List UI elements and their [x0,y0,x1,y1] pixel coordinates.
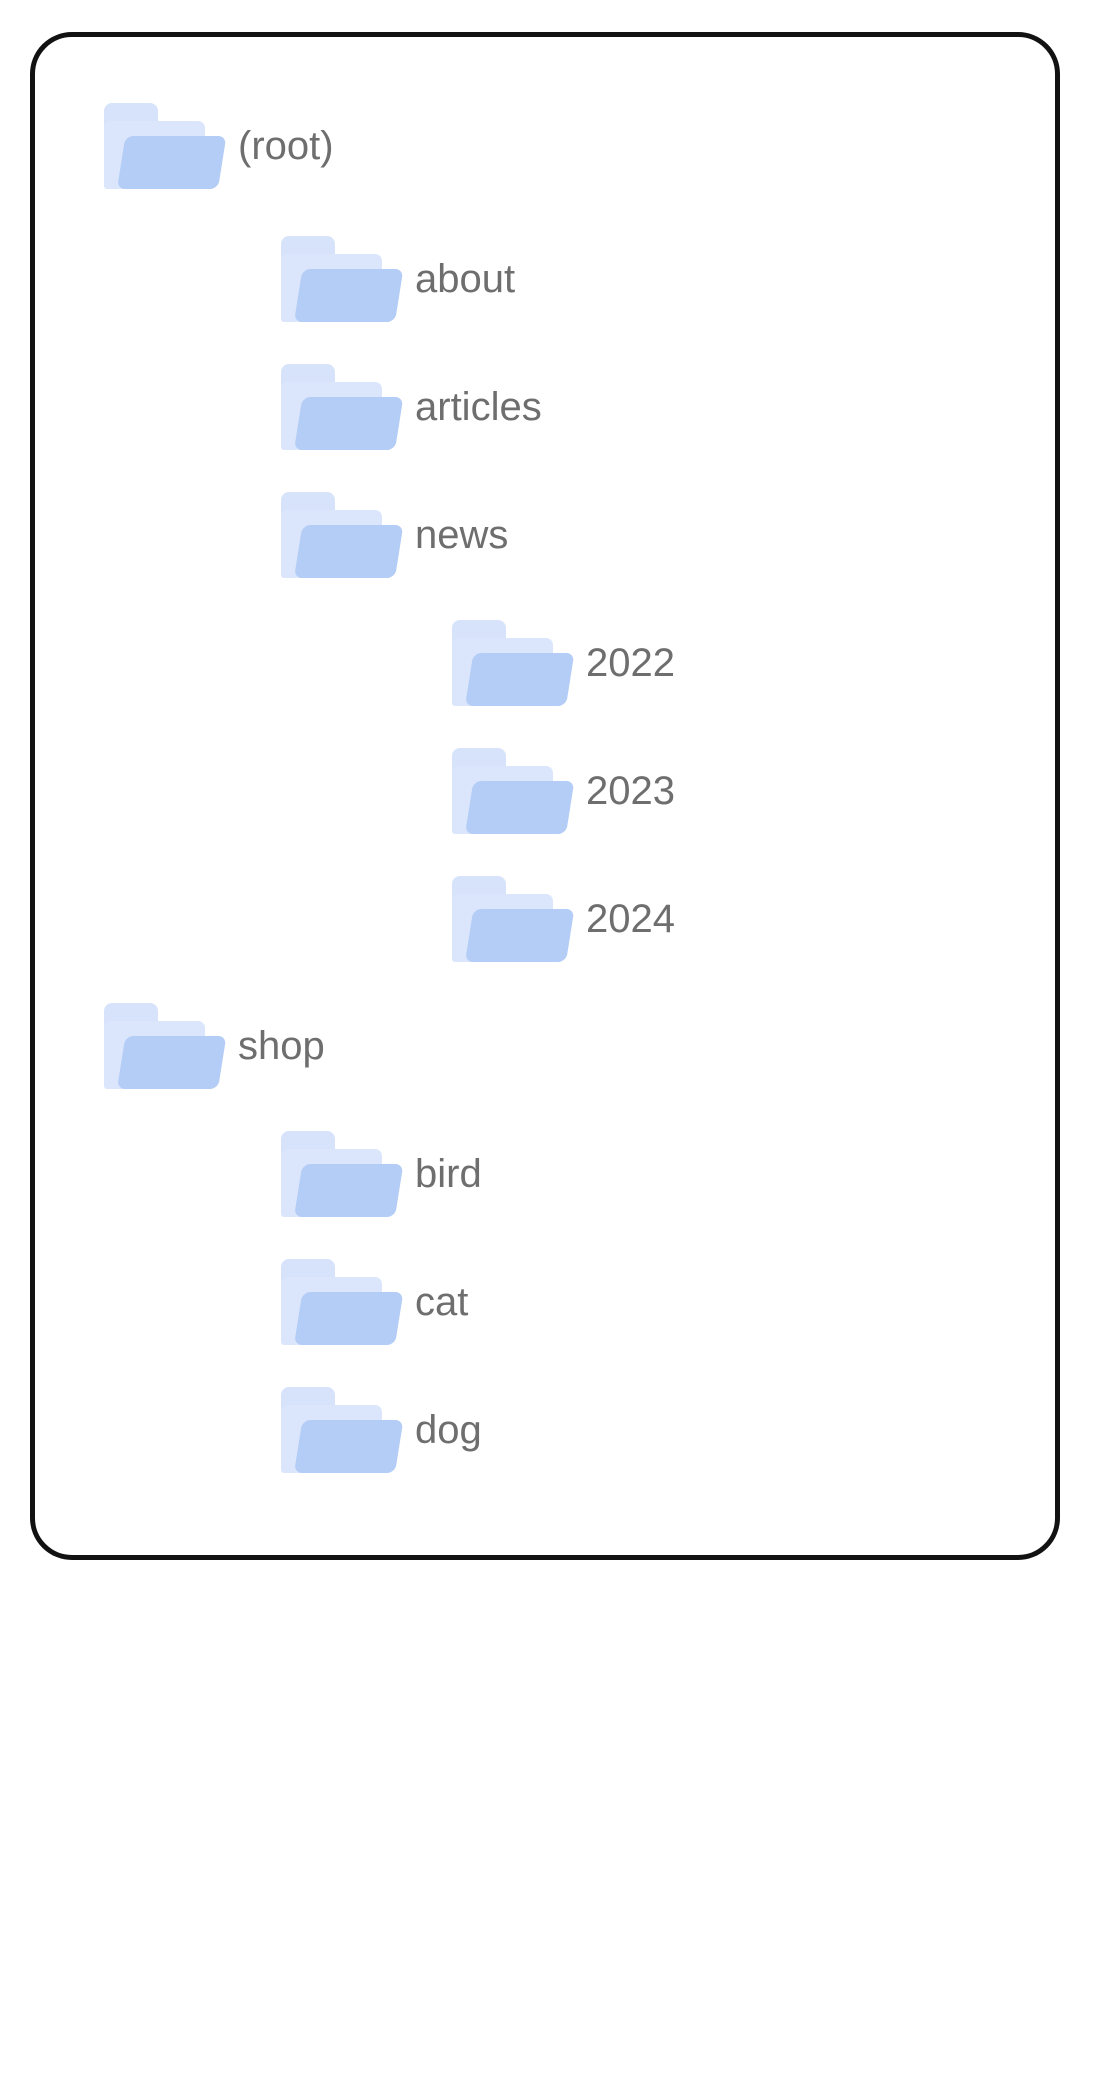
tree-node-about[interactable]: about [277,233,515,325]
tree-node-label: 2023 [586,769,675,813]
tree-node-dog[interactable]: dog [277,1384,482,1476]
folder-icon [277,236,404,322]
tree-node-label: 2024 [586,897,675,941]
tree-node-bird[interactable]: bird [277,1128,482,1220]
folder-icon [448,748,575,834]
tree-node-news[interactable]: news [277,489,508,581]
folder-icon [100,103,227,189]
tree-node-2023[interactable]: 2023 [448,745,675,837]
tree-node-label: cat [415,1280,469,1324]
tree-node-2022[interactable]: 2022 [448,617,675,709]
folder-icon [448,876,575,962]
tree-node-cat[interactable]: cat [277,1256,468,1348]
folder-icon [277,1259,404,1345]
tree-node-label: articles [415,385,542,429]
tree-node-label: (root) [238,124,334,168]
folder-icon [100,1003,227,1089]
folder-icon [448,620,575,706]
folder-icon [277,1131,404,1217]
folder-icon [277,1387,404,1473]
tree-node-label: about [415,257,516,301]
tree-node-root[interactable]: (root) [100,100,334,192]
tree-node-shop[interactable]: shop [100,1000,325,1092]
tree-node-articles[interactable]: articles [277,361,542,453]
folder-icon [277,492,404,578]
tree-node-label: bird [415,1152,482,1196]
tree-node-label: shop [238,1024,325,1068]
tree-node-label: dog [415,1408,482,1452]
tree-node-label: news [415,513,509,557]
tree-node-label: 2022 [586,641,675,685]
folder-icon [277,364,404,450]
tree-node-2024[interactable]: 2024 [448,873,675,965]
